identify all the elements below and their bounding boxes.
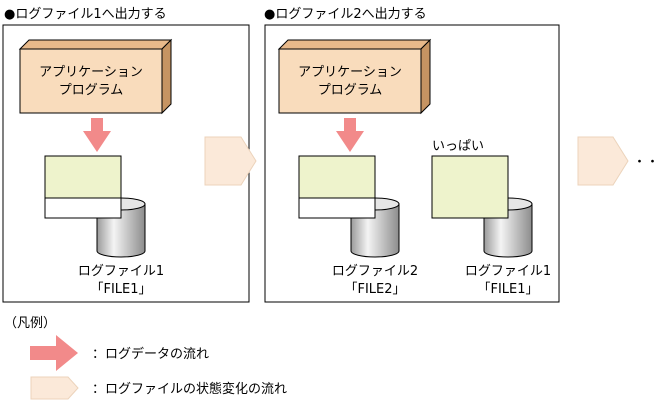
panel-1-file-name: ログファイル1 — [78, 264, 164, 279]
legend-log-flow-label: ：ログデータの流れ — [92, 346, 209, 362]
panel-1-file-sheet — [44, 155, 122, 219]
state-change-arrow-2 — [577, 136, 629, 186]
panel-2-file2-id: 「FILE2」 — [344, 282, 405, 297]
panel-1-title: ●ログファイル1へ出力する — [4, 7, 167, 22]
panel-1-log-flow-arrow — [83, 118, 111, 152]
continuation-dots: ・・・ — [633, 155, 664, 170]
panel-2-app-label-1: アプリケーション — [298, 65, 402, 80]
panel-2-file2-name: ログファイル2 — [332, 264, 418, 279]
panel-2-file2-sheet — [298, 155, 376, 219]
legend-log-flow-symbol — [30, 335, 78, 371]
panel-1-app-box: アプリケーション プログラム — [18, 38, 173, 115]
legend-title: （凡例） — [4, 316, 56, 331]
panel-1-app-label-1: アプリケーション — [39, 65, 143, 80]
panel-2-title: ●ログファイル2へ出力する — [264, 7, 427, 22]
panel-2-app-box: アプリケーション プログラム — [277, 38, 432, 115]
panel-2-file1-name: ログファイル1 — [465, 264, 551, 279]
panel-2-log-flow-arrow — [336, 118, 364, 152]
panel-2-file1-full-sheet — [431, 155, 509, 219]
legend-state-change-label: ：ログファイルの状態変化の流れ — [92, 381, 287, 397]
panel-1-file-id: 「FILE1」 — [90, 282, 151, 297]
panel-2-full-label: いっぱい — [432, 139, 484, 154]
legend-state-change-symbol — [30, 376, 79, 400]
state-change-arrow-1 — [204, 136, 257, 186]
panel-2-app-label-2: プログラム — [318, 83, 383, 98]
panel-1-app-label-2: プログラム — [59, 83, 124, 98]
panel-2-file1-id: 「FILE1」 — [477, 282, 538, 297]
panel-2-frame — [264, 24, 560, 303]
